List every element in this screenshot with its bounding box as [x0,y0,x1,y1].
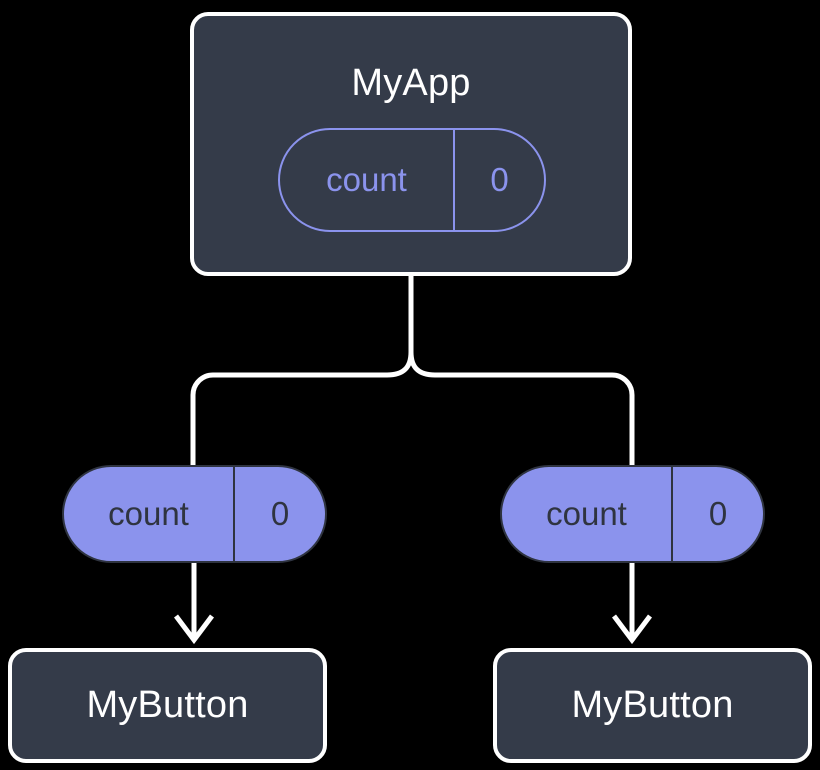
state-pill-child-right[interactable]: count 0 [500,465,765,563]
leaf-left-label: MyButton [86,684,249,726]
arrow-connector-right [612,562,652,645]
state-pill-child-right-value: 0 [708,495,728,532]
arrow-connector-left [174,562,214,645]
state-pill-root[interactable]: count 0 [278,128,546,232]
branch-left-arm [190,351,414,470]
widget-node-leaf-left[interactable]: MyButton [8,648,327,763]
root-node-label: MyApp [351,62,471,104]
state-pill-child-left-key: count [64,467,235,561]
state-pill-root-value: 0 [490,161,509,198]
arrow-left-head [174,614,214,645]
state-pill-child-right-key: count [502,467,673,561]
widget-node-leaf-right[interactable]: MyButton [493,648,812,763]
arrow-right-head [612,614,652,645]
state-pill-child-left-value: 0 [270,495,290,532]
branch-connector-root-to-children [190,276,635,470]
state-pill-child-left[interactable]: count 0 [62,465,327,563]
leaf-right-label: MyButton [571,684,734,726]
state-pill-root-key: count [280,130,455,230]
branch-right-arm [408,351,635,470]
